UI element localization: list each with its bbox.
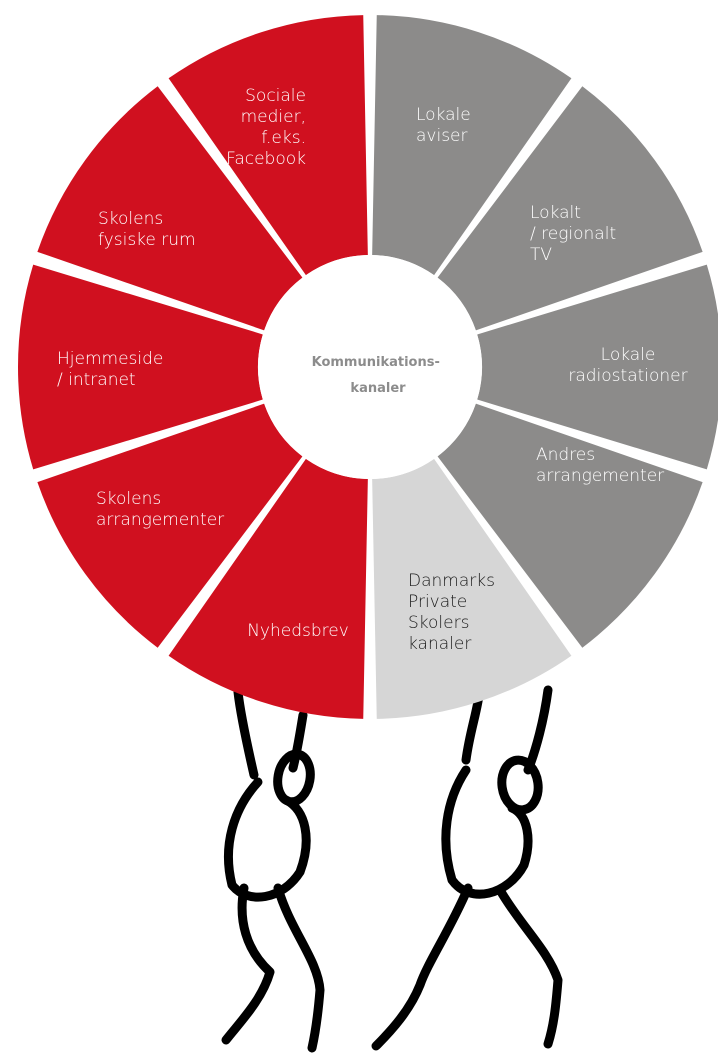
left-stick-figure [221, 687, 325, 1053]
segment-lokale-aviser [372, 15, 572, 276]
right-stick-figure [371, 683, 563, 1051]
hub-label-line-2: kanaler [350, 381, 406, 396]
segment-label-line: / intranet [57, 370, 136, 390]
segment-label-line: Lokalt [530, 203, 581, 223]
segment-label-line: / regionalt [530, 224, 616, 244]
segment-label-line: aviser [416, 126, 468, 146]
hub-circle [258, 255, 482, 479]
segment-label-line: Lokale [601, 345, 656, 365]
segment-label-line: Andres [536, 445, 595, 465]
segment-label-line: f.eks. [261, 128, 306, 148]
segment-hjemmeside-intranet [17, 264, 263, 470]
segment-label-line: Facebook [226, 149, 306, 169]
segment-label-line: arrangementer [536, 466, 664, 486]
segment-label-line: medier, [241, 107, 306, 127]
segment-label-line: Skolens [98, 209, 163, 229]
segment-label-line: Private [408, 592, 467, 612]
segment-lokalt-regionalt-tv [437, 86, 703, 331]
segment-label-hjemmeside-intranet: Hjemmeside/ intranet [57, 349, 163, 390]
segment-label-line: Skolers [408, 613, 469, 633]
segment-label-line: fysiske rum [98, 230, 196, 250]
segment-label-line: Lokale [416, 105, 471, 125]
segment-sociale-medier [168, 15, 368, 276]
segment-danmarks-private-skolers-kanaler [372, 458, 572, 719]
segment-andres-arrangementer [437, 403, 703, 648]
hub-label: Kommunikations- kanaler [312, 355, 445, 396]
segment-label-line: Nyhedsbrev [247, 621, 349, 641]
segment-label-line: Hjemmeside [57, 349, 163, 369]
segment-skolens-fysiske-rum [37, 86, 303, 331]
segment-nyhedsbrev [168, 458, 368, 719]
hub-label-line-1: Kommunikations- [312, 355, 440, 370]
stick-figures-illustration [221, 683, 563, 1053]
segment-label-line: Sociale [245, 86, 306, 106]
segment-label-line: radiostationer [568, 366, 687, 386]
segment-label-nyhedsbrev: Nyhedsbrev [247, 621, 349, 641]
segment-lokale-radiostationer [477, 264, 718, 470]
segment-label-line: arrangementer [96, 510, 224, 530]
segment-label-line: kanaler [408, 634, 471, 654]
segment-skolens-arrangementer [37, 403, 303, 648]
segment-label-line: Skolens [96, 489, 161, 509]
segment-label-line: Danmarks [408, 571, 495, 591]
segment-label-line: TV [530, 245, 552, 265]
